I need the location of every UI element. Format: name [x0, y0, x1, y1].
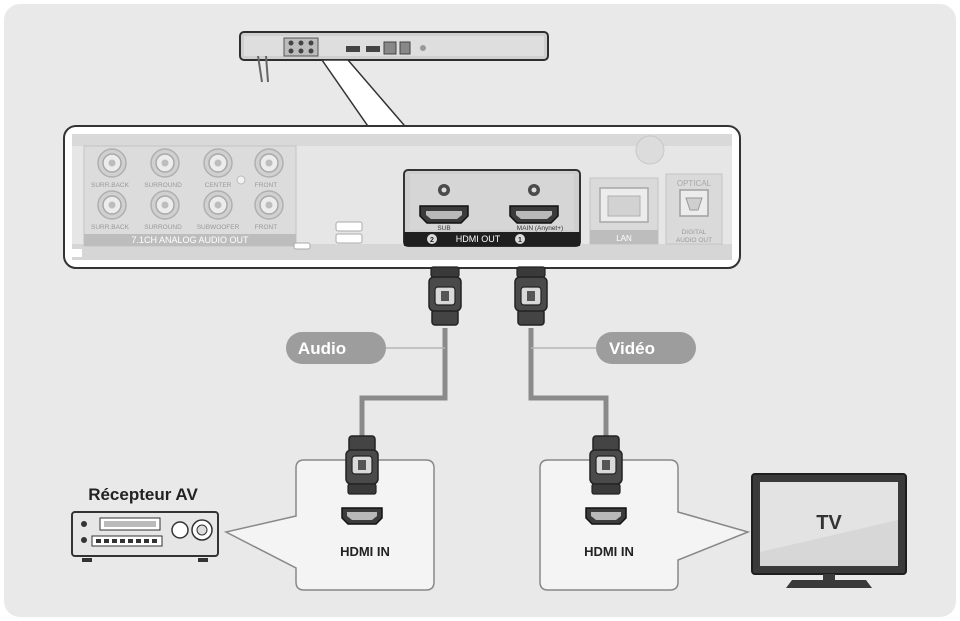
video-callout: Vidéo — [596, 332, 696, 364]
hdmi-in-port-receiver — [341, 507, 383, 525]
video-callout-label: Vidéo — [609, 339, 655, 358]
blu-ray-player — [239, 31, 549, 83]
hdmi-plug-receiver — [345, 435, 379, 495]
jack-label-surround-l: SURROUND — [144, 182, 182, 189]
hdmi-main-number: 1 — [518, 237, 522, 244]
optical-port — [665, 173, 723, 245]
analog-jacks — [97, 148, 284, 220]
tv-label: TV — [816, 512, 842, 534]
receiver-label: Récepteur AV — [88, 485, 198, 504]
jack-label-center: CENTER — [205, 182, 232, 189]
hdmi-out-title: HDMI OUT — [456, 234, 501, 244]
hdmi-plug-tv — [589, 435, 623, 495]
jack-label-subwoofer: SUBWOOFER — [197, 224, 240, 231]
hdmi-sub-number: 2 — [430, 237, 434, 244]
jack-label-front-r: FRONT — [255, 224, 277, 231]
receiver-hdmi-in-label: HDMI IN — [340, 544, 390, 559]
tv-set — [751, 473, 907, 588]
jack-label-surr-back-r: SURR.BACK — [91, 224, 130, 231]
tv-hdmi-in-label: HDMI IN — [584, 544, 634, 559]
lan-label: LAN — [616, 234, 632, 243]
hdmi-plug-main — [514, 266, 548, 326]
jack-label-front-l: FRONT — [255, 182, 277, 189]
jack-label-surround-r: SURROUND — [144, 224, 182, 231]
hdmi-sub-label: SUB — [437, 225, 450, 232]
hdmi-out-group — [403, 169, 581, 247]
hdmi-plug-sub — [428, 266, 462, 326]
optical-label: OPTICAL — [677, 179, 712, 188]
hdmi-port-main — [509, 205, 559, 224]
hdmi-main-label: MAIN (Anynet+) — [517, 225, 563, 232]
digital-audio-out-label-1: DIGITAL — [682, 229, 707, 236]
hdmi-port-sub — [419, 205, 469, 224]
hdmi-cables — [359, 328, 609, 440]
av-receiver — [71, 511, 219, 562]
audio-callout-label: Audio — [298, 339, 346, 358]
rear-panel — [63, 125, 741, 269]
jack-label-surr-back-l: SURR.BACK — [91, 182, 130, 189]
digital-audio-out-label-2: AUDIO OUT — [676, 237, 712, 244]
hdmi-in-port-tv — [585, 507, 627, 525]
lan-port — [589, 177, 659, 245]
analog-out-label: 7.1CH ANALOG AUDIO OUT — [131, 235, 249, 245]
panel-logo-icon — [635, 135, 665, 165]
receiver-speech-box — [223, 459, 435, 591]
audio-callout: Audio — [286, 332, 386, 364]
